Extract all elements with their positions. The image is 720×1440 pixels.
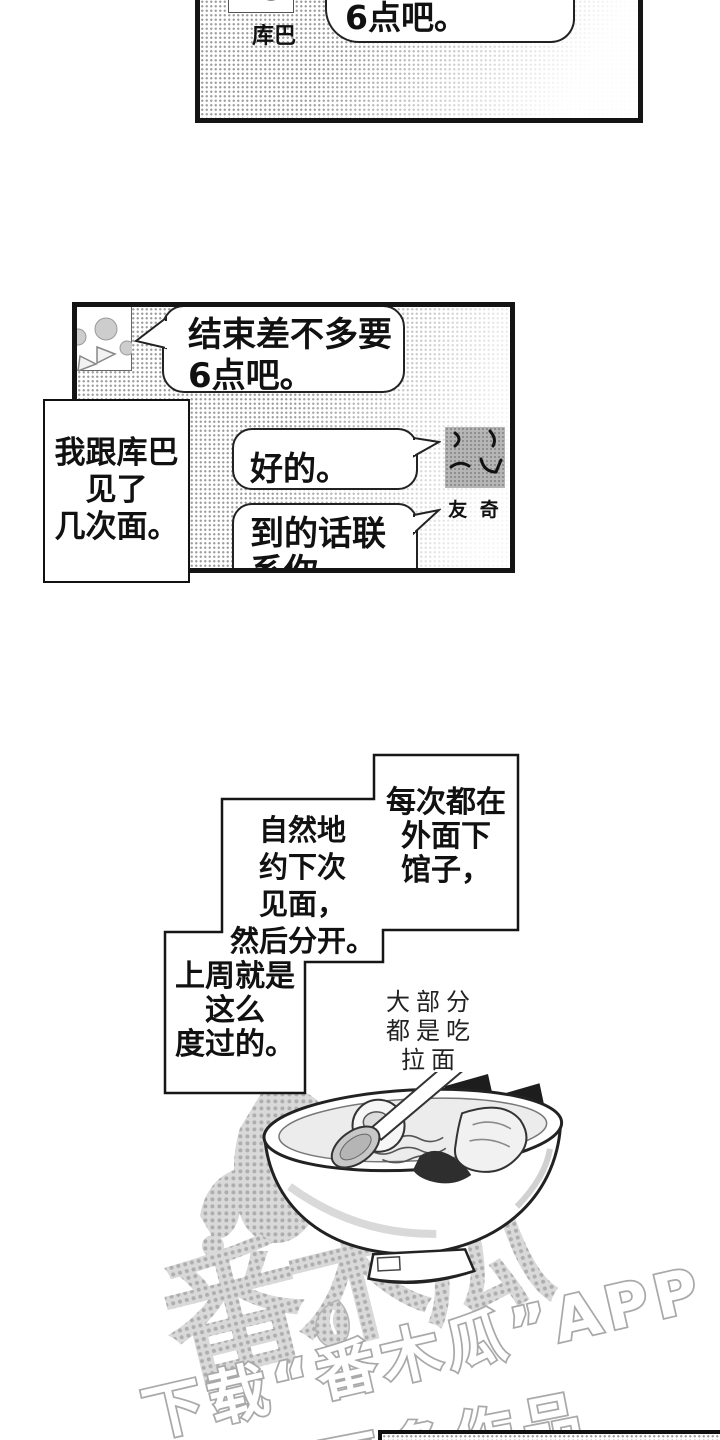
avatar-label-youqi: 友 奇 [448,499,502,521]
logo-char-1: 番 [146,1217,324,1411]
logo-mascot-blob [233,1087,335,1244]
brush-icon [315,1299,350,1348]
speech-bubble-top: 6点吧。 [325,0,575,43]
caption-line: 每次都在 [386,785,506,820]
speech-bubble-3: 到的话联 系你。 [232,503,418,573]
narration-line: 我跟库巴 [54,435,179,471]
avatar-youqi [445,427,505,488]
avatar-kuba [77,307,135,373]
caption-box-middle: 自然地 约下次 见面， 然后分开。 [222,812,383,960]
bubble-text: 6点吧。 [188,356,314,396]
halftone-texture [382,1434,720,1440]
caption-line: 度过的。 [175,1027,295,1062]
narration-line: 几次面。 [54,509,179,545]
logo-mascot-dot [202,1235,224,1257]
watermark-cta-line1: 下载“番木瓜”APP [137,1254,711,1440]
caption-line: 馆子， [401,853,491,888]
logo-char-2: 木 [271,1186,444,1376]
avatar-kuba-pattern [77,317,135,373]
caption-line: 上周就是 [175,959,295,994]
note-line: 拉面 [401,1046,461,1074]
bubble-tail-right [412,508,441,535]
avatar-kuba [228,0,294,13]
bubble-text: 系你。 [250,552,352,573]
bubble-text: 到的话联 [250,514,386,554]
logo-char-3: 瓜 [394,1160,567,1350]
caption-line: 这么 [205,993,265,1028]
ramen-bowl-illustration [262,1072,564,1284]
logo-mascot-arm [200,1168,242,1239]
narration-line: 见了 [85,472,148,508]
speech-bubble-2: 好的。 [232,428,418,490]
caption-box-right: 每次都在 外面下 馆子， [374,786,518,888]
avatar-youqi-pattern [449,429,503,474]
caption-line: 外面下 [401,819,491,854]
bubble-text: 结束差不多要 [188,315,392,355]
handwritten-note: 大部分 都是吃 拉面 [372,988,490,1075]
bubble-tail-left [134,315,168,350]
caption-line: 约下次 [258,850,346,884]
note-line: 都是吃 [386,1017,476,1045]
bubble-tail-right [412,436,441,458]
speech-bubble-1: 结束差不多要 6点吧。 [162,307,405,396]
panel-top: 库巴 6点吧。 [195,0,643,123]
caption-line: 然后分开。 [229,924,375,958]
caption-line: 见面， [258,887,346,921]
avatar-label-kuba: 库巴 [252,24,297,49]
avatar-pattern-circle [261,0,281,1]
bubble-text: 好的。 [250,449,349,488]
narration-box: 我跟库巴 见了 几次面。 [43,399,190,583]
bubble-text: 6点吧。 [345,0,467,37]
caption-box-left: 上周就是 这么 度过的。 [165,960,305,1062]
caption-line: 自然地 [258,813,346,847]
note-line: 大部分 [386,988,476,1016]
panel-bottom-edge [378,1430,720,1440]
